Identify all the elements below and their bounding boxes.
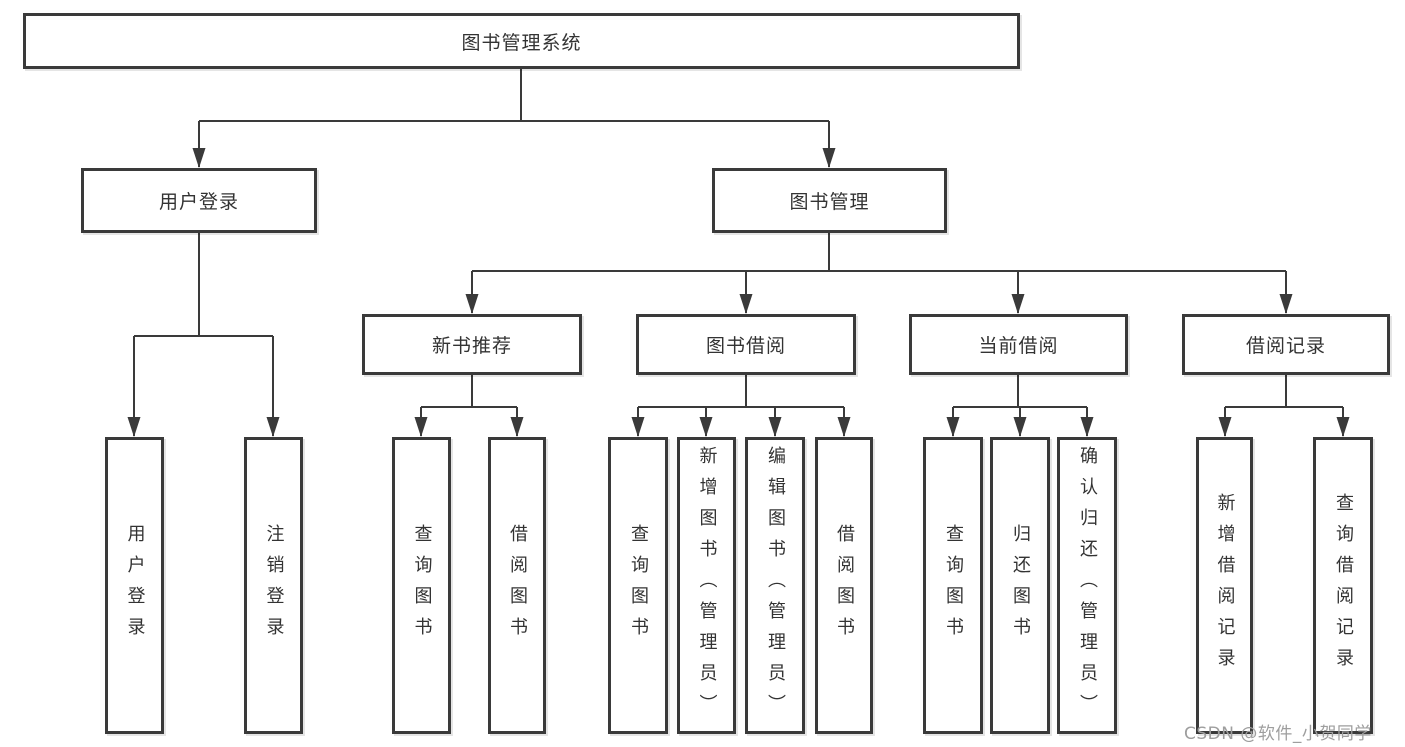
leaf-add-books-admin-label: 新增图书（管理员） [696,446,718,725]
leaf-add-books-admin: 新增图书（管理员） [677,437,736,734]
connector-new-book-rail [421,375,517,408]
leaf-query-books-borrowing-label: 查询图书 [628,523,649,648]
leaf-confirm-return-admin-label: 确认归还（管理员） [1077,446,1098,725]
node-book-management: 图书管理 [712,168,947,233]
connector-root-rail [199,67,829,122]
node-borrowing-records: 借阅记录 [1182,314,1390,375]
connector-borrowing-records-rail [1225,375,1343,408]
node-user-login: 用户登录 [81,168,317,233]
watermark-text: CSDN @软件_小贺同学 [1184,724,1372,744]
connector-book-management-rail [472,233,1286,272]
leaf-query-borrow-record: 查询借阅记录 [1313,437,1373,734]
leaf-return-books-label: 归还图书 [1010,523,1031,648]
connector-book-borrowing-rail [638,375,844,408]
node-current-borrowing: 当前借阅 [909,314,1128,375]
node-library-system: 图书管理系统 [23,13,1020,69]
leaf-logout: 注销登录 [244,437,303,734]
leaf-return-books: 归还图书 [990,437,1050,734]
leaf-query-books-current-label: 查询图书 [943,523,964,648]
connector-user-login-rail [134,233,273,337]
leaf-query-books-recommend-label: 查询图书 [411,523,433,648]
leaf-borrow-books-borrowing-label: 借阅图书 [834,523,855,648]
leaf-query-books-current: 查询图书 [923,437,983,734]
leaf-query-borrow-record-label: 查询借阅记录 [1333,492,1354,679]
leaf-borrow-books-borrowing: 借阅图书 [815,437,873,734]
leaf-borrow-books-recommend-label: 借阅图书 [507,523,528,648]
leaf-query-books-borrowing: 查询图书 [608,437,668,734]
leaf-user-login-label: 用户登录 [124,523,146,648]
node-new-book-recommend: 新书推荐 [362,314,582,375]
leaf-query-books-recommend: 查询图书 [392,437,451,734]
leaf-user-login: 用户登录 [105,437,164,734]
connector-current-borrowing-rail [953,375,1087,408]
leaf-add-borrow-record: 新增借阅记录 [1196,437,1253,734]
leaf-logout-label: 注销登录 [263,523,285,648]
leaf-add-borrow-record-label: 新增借阅记录 [1214,492,1236,679]
leaf-borrow-books-recommend: 借阅图书 [488,437,546,734]
leaf-edit-books-admin: 编辑图书（管理员） [745,437,805,734]
leaf-confirm-return-admin: 确认归还（管理员） [1057,437,1117,734]
node-book-borrowing: 图书借阅 [636,314,856,375]
leaf-edit-books-admin-label: 编辑图书（管理员） [765,446,786,725]
